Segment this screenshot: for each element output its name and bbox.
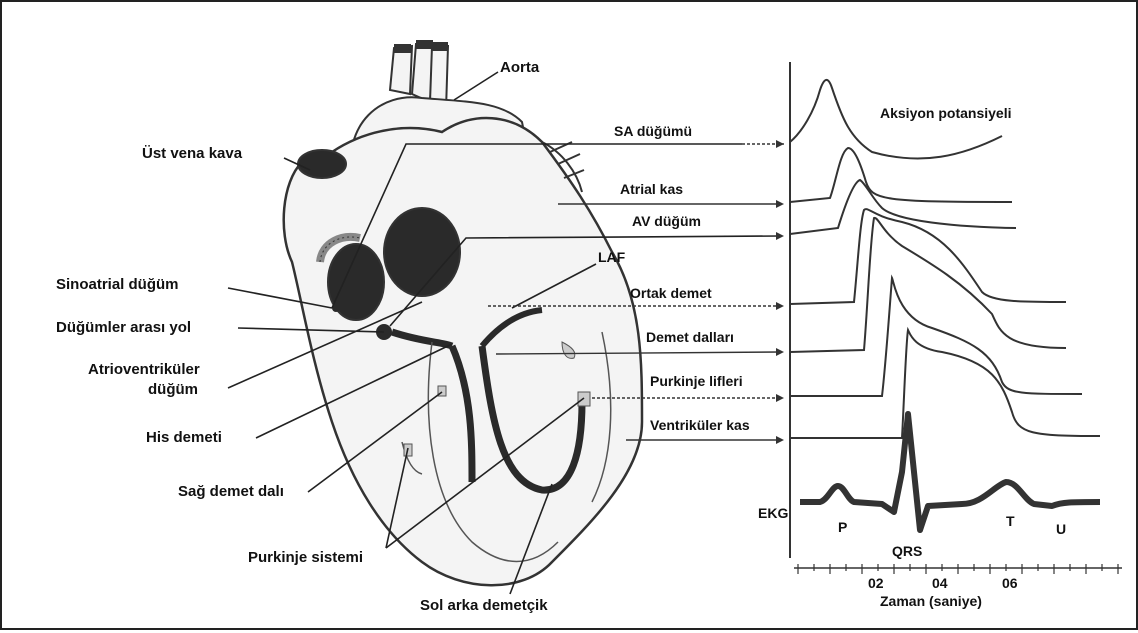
leader-aorta: [454, 72, 498, 100]
wave-av-dugum: [790, 180, 1016, 234]
arrowhead-purkinje-lifleri: [776, 394, 784, 402]
wave-purkinje-lifleri: [790, 278, 1082, 396]
ecg-p-label: P: [838, 519, 847, 535]
label-sa-dugumu: SA düğümü: [614, 123, 692, 139]
arrowhead-demet-dallari: [776, 348, 784, 356]
label-dugum: düğüm: [148, 381, 198, 398]
label-atrioventrikuler: Atrioventriküler: [88, 361, 200, 378]
label-his-demeti: His demeti: [146, 429, 222, 446]
time-axis-title: Zaman (saniye): [880, 593, 982, 609]
ecg-u-label: U: [1056, 521, 1066, 537]
arrowhead-ortak-demet: [776, 302, 784, 310]
wave-ventrikuler-kas: [790, 330, 1100, 438]
vessel-cap-3: [432, 42, 448, 51]
time-axis: 02 04 06 Zaman (saniye): [794, 564, 1122, 609]
superior-vena-cava: [298, 150, 346, 178]
arrowhead-sa-dugumu: [776, 140, 784, 148]
label-aorta: Aorta: [500, 59, 540, 76]
heart-illustration: [284, 40, 642, 585]
label-ust-vena-kava: Üst vena kava: [142, 145, 243, 162]
left-atrium-chamber: [384, 208, 460, 296]
label-purkinje-sistemi: Purkinje sistemi: [248, 549, 363, 566]
label-av-dugum: AV düğüm: [632, 213, 701, 229]
label-dugumler-arasi-yol: Düğümler arası yol: [56, 319, 191, 336]
label-sol-arka-demetcik: Sol arka demetçik: [420, 597, 548, 614]
label-aksiyon-potansiyeli: Aksiyon potansiyeli: [880, 105, 1011, 121]
ecg-qrs-label: QRS: [892, 543, 922, 559]
vessel-cap-1: [394, 44, 411, 53]
wave-ortak-demet: [790, 209, 1066, 304]
arrowhead-atrial-kas: [776, 200, 784, 208]
arrowhead-av-dugum: [776, 232, 784, 240]
heart-outline: [284, 118, 642, 585]
time-axis-ticks: [798, 564, 1118, 574]
label-laf: LAF: [598, 249, 626, 265]
label-atrial-kas: Atrial kas: [620, 181, 683, 197]
wave-demet-dallari: [790, 218, 1066, 352]
label-sag-demet-dali: Sağ demet dalı: [178, 483, 284, 500]
wave-atrial-kas: [790, 148, 1012, 202]
label-ventrikuler-kas: Ventriküler kas: [650, 417, 750, 433]
ecg-label: EKG: [758, 505, 788, 521]
tick-label-02: 02: [868, 575, 884, 591]
tick-label-04: 04: [932, 575, 948, 591]
aortic-arch-branch-1: [390, 46, 412, 94]
arrowhead-ventrikuler-kas: [776, 436, 784, 444]
tick-label-06: 06: [1002, 575, 1018, 591]
label-ortak-demet: Ortak demet: [630, 285, 712, 301]
ecg-trace: [800, 414, 1100, 530]
ecg-t-label: T: [1006, 513, 1015, 529]
action-potential-panel: EKG P QRS T U 02 04 06 Zaman (saniye): [758, 62, 1122, 609]
label-demet-dallari: Demet dalları: [646, 329, 734, 345]
label-purkinje-lifleri: Purkinje lifleri: [650, 373, 743, 389]
label-sinoatrial-dugum: Sinoatrial düğüm: [56, 276, 179, 293]
vessel-cap-2: [416, 40, 433, 49]
